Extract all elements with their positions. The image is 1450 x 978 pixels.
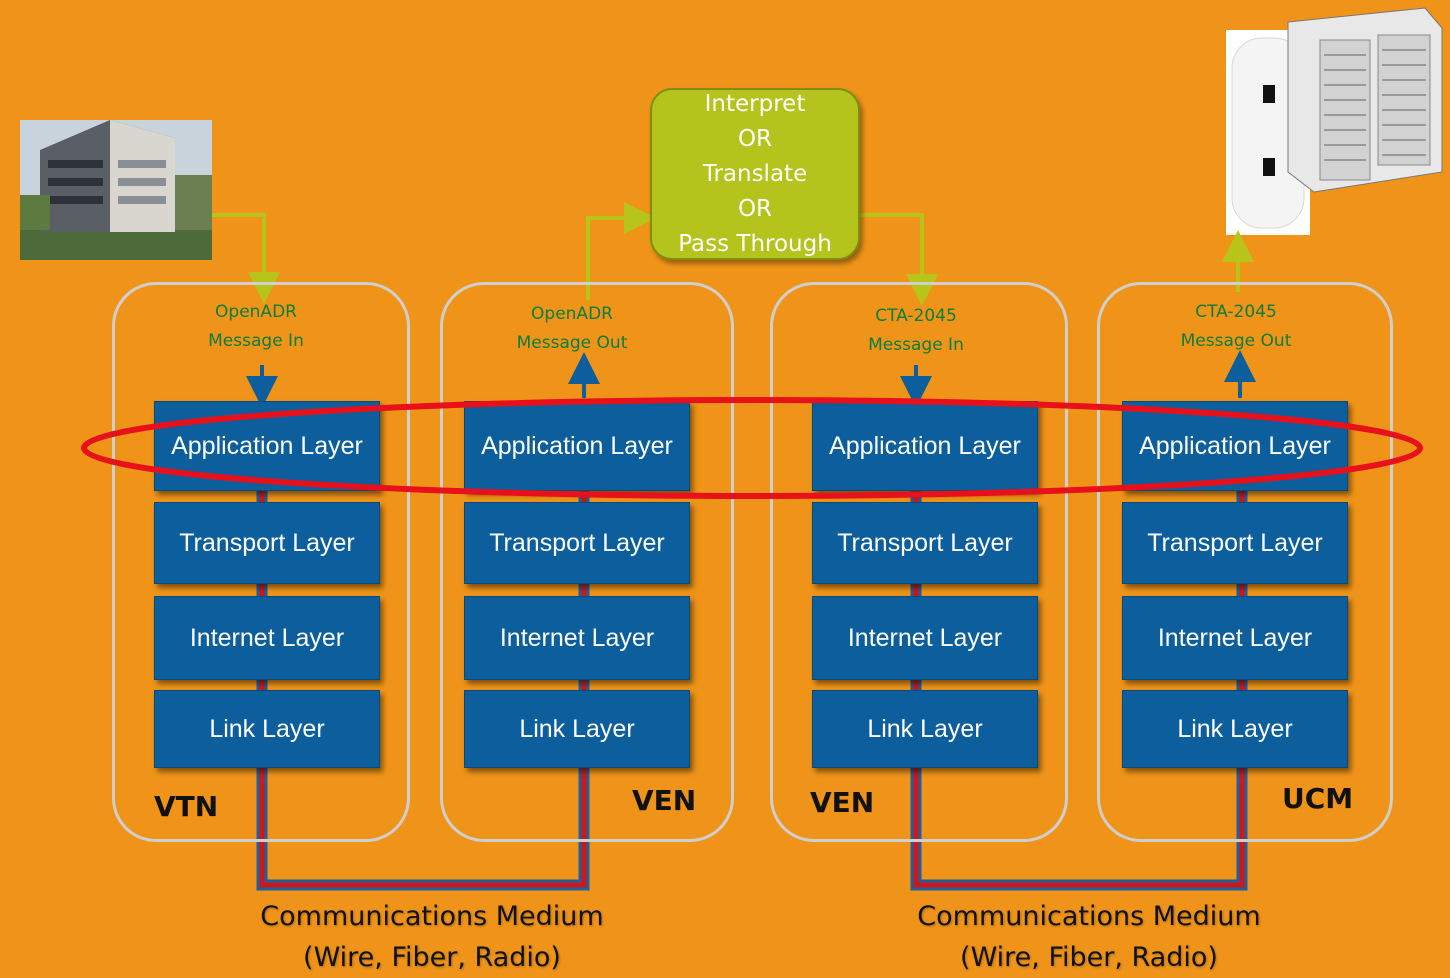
vtn-link-layer: Link Layer [154,690,380,768]
water-heater-and-ac-unit-image [1226,7,1443,235]
ucm-link-layer: Link Layer [1122,690,1348,768]
stack-label-ven-2: VEN [810,786,875,819]
medium-caption-right-line2: (Wire, Fiber, Radio) [960,942,1218,973]
medium-caption-left-line2: (Wire, Fiber, Radio) [303,942,561,973]
ven1-application-layer: Application Layer [464,401,690,491]
highlight-ellipse [81,397,1423,499]
medium-wire-left [256,490,590,891]
translator-line-5: Pass Through [678,230,832,257]
stack-label-ucm: UCM [1282,782,1354,815]
ucm-internet-layer: Internet Layer [1122,596,1348,680]
medium-caption-left: Communications Medium (Wire, Fiber, Radi… [222,896,642,978]
translator-line-3: Translate [702,160,808,187]
ven2-application-layer: Application Layer [812,401,1038,491]
medium-caption-right-line1: Communications Medium [917,901,1261,932]
stack-vtn [112,282,410,842]
ven2-internet-layer: Internet Layer [812,596,1038,680]
stack-ven-2 [770,282,1068,842]
stack-ven-1 [440,282,734,842]
stack-ucm [1097,282,1393,842]
vtn-application-layer: Application Layer [154,401,380,491]
ven1-internet-layer: Internet Layer [464,596,690,680]
message-label-vtn: OpenADR Message In [208,302,304,351]
arrow-translator-to-ven [860,213,938,306]
message-label-ucm: CTA-2045 Message Out [1180,302,1292,351]
message-label-ven-1: OpenADR Message Out [516,304,628,353]
ven1-transport-layer: Transport Layer [464,502,690,584]
translator-line-4: OR [737,195,773,222]
translator-line-2: OR [737,125,773,152]
vtn-internet-layer: Internet Layer [154,596,380,680]
translator-box: Interpret OR Translate OR Pass Through [650,88,860,260]
ven2-transport-layer: Transport Layer [812,502,1038,584]
ven2-link-layer: Link Layer [812,690,1038,768]
medium-caption-left-line1: Communications Medium [260,901,604,932]
ucm-transport-layer: Transport Layer [1122,502,1348,584]
stack-label-vtn: VTN [154,790,219,823]
vtn-transport-layer: Transport Layer [154,502,380,584]
ven1-link-layer: Link Layer [464,690,690,768]
translator-line-1: Interpret [704,90,806,117]
stack-label-ven-1: VEN [632,784,697,817]
arrow-building-to-vtn [212,213,280,304]
arrow-ven-to-translator [586,202,656,300]
office-building-image [20,120,212,260]
medium-caption-right: Communications Medium (Wire, Fiber, Radi… [879,896,1299,978]
medium-wire-right [910,490,1248,891]
message-label-ven-2: CTA-2045 Message In [868,306,964,355]
